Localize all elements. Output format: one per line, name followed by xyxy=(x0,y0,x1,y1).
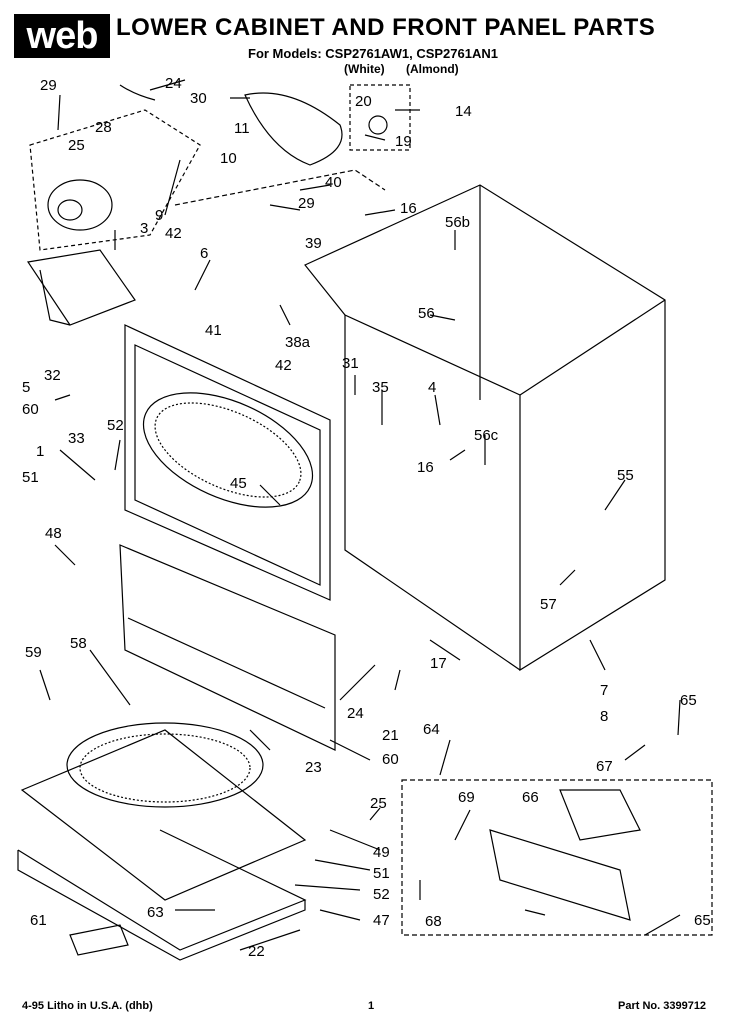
footer-print-info: 4-95 Litho in U.S.A. (dhb) xyxy=(22,1000,153,1012)
callout-40: 35 xyxy=(372,379,389,396)
callout-38a: 39 xyxy=(305,235,322,252)
brand-logo: web xyxy=(14,14,110,58)
callout-7: 7 xyxy=(600,682,608,699)
base-seal xyxy=(66,722,264,808)
callout-18: 19 xyxy=(395,133,412,150)
base-plate xyxy=(20,729,307,901)
callout-41: 41 xyxy=(205,322,222,339)
callout-55: 55 xyxy=(617,467,634,484)
callout-60: 61 xyxy=(30,912,47,929)
callout-10: 10 xyxy=(220,150,237,167)
motor-bracket xyxy=(26,249,136,326)
idler-pulley xyxy=(368,115,388,135)
callout-28: 29 xyxy=(298,195,315,212)
callout-26: 25 xyxy=(370,795,387,812)
callout-67: 67 xyxy=(596,758,613,775)
cabinet xyxy=(304,184,666,672)
page-title: LOWER CABINET AND FRONT PANEL PARTS xyxy=(116,14,656,41)
callout-6: 6 xyxy=(200,245,208,262)
callout-13: 14 xyxy=(455,103,472,120)
callout-39: 40 xyxy=(325,174,342,191)
callout-52: 52 xyxy=(107,417,124,434)
callout-19: 21 xyxy=(382,727,399,744)
callout-31: 31 xyxy=(342,355,359,372)
callout-27: 29 xyxy=(40,77,57,94)
callout-32: 32 xyxy=(44,367,61,384)
callout-65a: 65 xyxy=(680,692,697,709)
callout-22: 23 xyxy=(305,759,322,776)
callout-1: 1 xyxy=(36,443,44,460)
callout-48: 51 xyxy=(373,865,390,882)
callout-16: 16 xyxy=(400,200,417,217)
callout-58: 59 xyxy=(25,644,42,661)
callout-23: 24 xyxy=(347,705,364,722)
footer-part-number: Part No. 3399712 xyxy=(618,1000,707,1012)
callout-14: 16 xyxy=(417,459,434,476)
callout-45: 47 xyxy=(373,912,390,929)
callout-64: 64 xyxy=(423,721,440,738)
callout-3: 3 xyxy=(140,220,148,237)
variants-line: (White) (Almond) xyxy=(344,62,459,76)
callout-30: 30 xyxy=(190,90,207,107)
callout-4: 4 xyxy=(428,379,436,396)
callout-17: 17 xyxy=(430,655,447,672)
callout-38: 38a xyxy=(285,334,311,351)
callout-57: 58 xyxy=(70,635,87,652)
callout-29: 28 xyxy=(95,119,112,136)
callout-47: 49 xyxy=(373,844,390,861)
callout-49: 52 xyxy=(373,886,390,903)
callout-33: 33 xyxy=(68,430,85,447)
drum-belt xyxy=(244,92,343,166)
burner-assembly-outline xyxy=(401,779,713,936)
callout-59: 60 xyxy=(22,401,39,418)
toe-panel xyxy=(119,544,336,751)
callout-51: 51 xyxy=(22,469,39,486)
callout-42b: 42 xyxy=(275,357,292,374)
callout-24: 25 xyxy=(68,137,85,154)
models-line: For Models: CSP2761AW1, CSP2761AN1 xyxy=(248,46,498,61)
callout-63: 63 xyxy=(147,904,164,921)
callout-9: 9 xyxy=(155,207,163,224)
callout-69: 69 xyxy=(458,789,475,806)
callout-46: 48 xyxy=(45,525,62,542)
motor xyxy=(47,179,113,231)
callout-65b: 65 xyxy=(694,912,711,929)
callout-66: 66 xyxy=(522,789,539,806)
callout-44: 45 xyxy=(230,475,247,492)
callout-56a: 56b xyxy=(445,214,470,231)
callout-56c: 57 xyxy=(540,596,557,613)
door-opening-seal xyxy=(142,392,314,508)
callout-42a: 42 xyxy=(165,225,182,242)
callout-8: 8 xyxy=(600,708,608,725)
callout-61: 60 xyxy=(382,751,399,768)
callout-20: 20 xyxy=(355,93,372,110)
callout-5: 5 xyxy=(22,379,30,396)
callout-56b: 56c xyxy=(474,427,499,444)
callout-56: 56 xyxy=(418,305,435,322)
callout-25: 24 xyxy=(165,75,182,92)
motor-group-outline xyxy=(29,109,201,251)
callout-21: 22 xyxy=(248,943,265,960)
front-panel xyxy=(124,324,331,601)
footer-page-number: 1 xyxy=(368,1000,375,1012)
bottom-frame xyxy=(17,829,307,951)
callout-11: 11 xyxy=(234,120,250,137)
callout-68: 68 xyxy=(425,913,442,930)
